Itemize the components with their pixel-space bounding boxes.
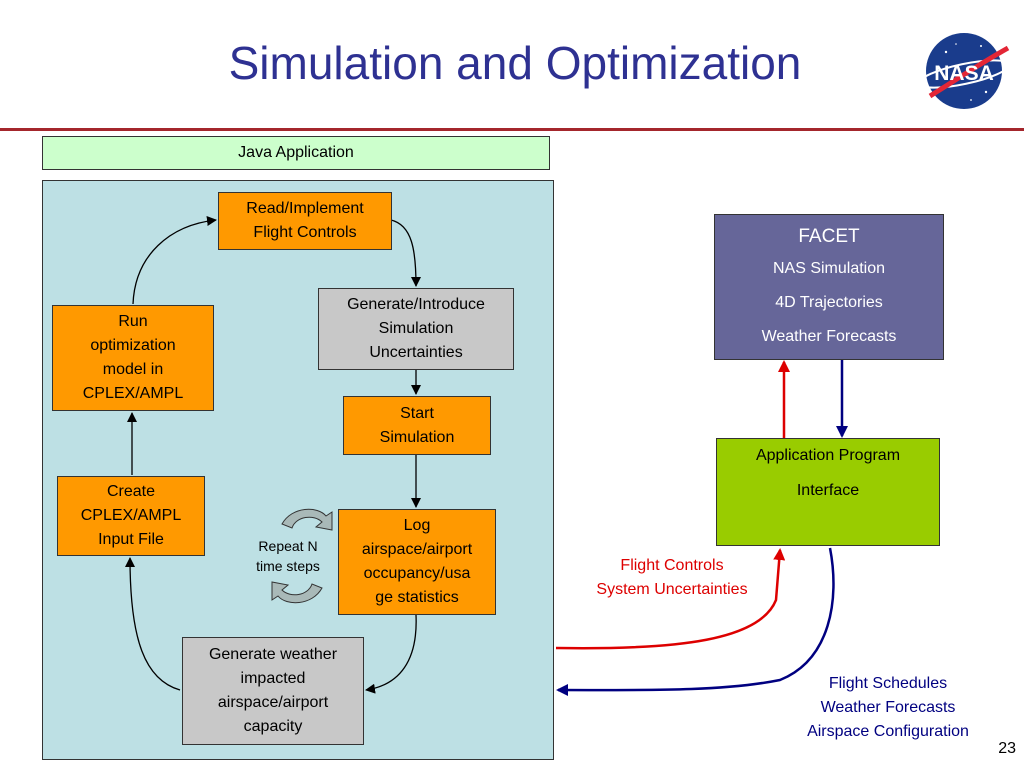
node-line: Log <box>403 517 431 534</box>
node-line: Generate/Introduce <box>347 296 485 313</box>
generate-weather-capacity-box: Generate weather impacted airspace/airpo… <box>182 637 364 745</box>
node-line: Simulation <box>378 320 454 337</box>
arrow-read-to-generate <box>390 219 421 287</box>
node-line: ge statistics <box>375 589 459 606</box>
arrow-api-to-java <box>556 547 835 697</box>
facet-item: Weather Forecasts <box>761 328 897 345</box>
run-optimization-box: Run optimization model in CPLEX/AMPL <box>52 305 214 411</box>
node-line: model in <box>102 361 164 378</box>
facet-title: FACET <box>798 226 860 247</box>
repeat-label-line: Repeat N <box>258 538 318 554</box>
node-line: Generate weather <box>208 646 338 663</box>
api-line: Application Program <box>755 447 901 464</box>
node-line: airspace/airport <box>217 694 329 711</box>
api-line: Interface <box>796 482 860 499</box>
read-implement-flight-controls-box: Read/Implement Flight Controls <box>218 192 392 250</box>
start-simulation-box: Start Simulation <box>343 396 491 455</box>
page-number: 23 <box>998 740 1016 757</box>
node-line: Start <box>400 404 434 422</box>
node-line: impacted <box>240 670 306 687</box>
application-program-interface-box: Application Program Interface <box>716 438 940 546</box>
incoming-flow-label: Flight Schedules Weather Forecasts Airsp… <box>782 672 994 744</box>
arrow-run-to-read <box>132 216 217 305</box>
node-line: Read/Implement <box>246 200 364 217</box>
node-line: Flight Controls <box>253 224 357 241</box>
incoming-flow-line: Flight Schedules <box>828 675 948 692</box>
arrow-log-to-weather <box>365 614 417 694</box>
node-line: optimization <box>90 337 176 354</box>
facet-item: 4D Trajectories <box>775 294 883 311</box>
create-input-file-box: Create CPLEX/AMPL Input File <box>57 476 205 556</box>
java-application-label: Java Application <box>238 144 354 161</box>
repeat-cycle-icon <box>271 508 333 604</box>
outgoing-flow-label: Flight Controls System Uncertainties <box>572 554 772 602</box>
facet-box: FACET NAS Simulation 4D Trajectories Wea… <box>714 214 944 360</box>
incoming-flow-line: Weather Forecasts <box>820 699 956 716</box>
node-line: Input File <box>98 531 164 548</box>
log-statistics-box: Log airspace/airport occupancy/usa ge st… <box>338 509 496 615</box>
node-line: Uncertainties <box>369 344 463 361</box>
arrow-weather-to-create <box>125 557 181 691</box>
facet-item: NAS Simulation <box>772 260 886 277</box>
outgoing-flow-line: System Uncertainties <box>596 581 748 598</box>
nasa-logo: NASA <box>917 33 1011 109</box>
node-line: occupancy/usa <box>363 565 471 582</box>
node-line: Simulation <box>379 428 455 446</box>
generate-uncertainties-box: Generate/Introduce Simulation Uncertaint… <box>318 288 514 370</box>
outgoing-flow-line: Flight Controls <box>620 557 724 574</box>
java-application-bar: Java Application <box>42 136 550 170</box>
node-line: CPLEX/AMPL <box>82 385 184 402</box>
node-line: Create <box>106 483 156 500</box>
incoming-flow-line: Airspace Configuration <box>807 723 969 740</box>
title-divider <box>0 128 1024 131</box>
repeat-label-line: time steps <box>256 558 320 574</box>
node-line: airspace/airport <box>361 541 473 558</box>
nasa-logo-text: NASA <box>934 62 994 85</box>
slide-title: Simulation and Optimization <box>228 37 802 89</box>
repeat-label: Repeat N time steps <box>240 536 336 576</box>
arrow-java-to-api <box>555 548 786 650</box>
node-line: capacity <box>243 718 303 735</box>
node-line: CPLEX/AMPL <box>80 507 182 524</box>
node-line: Run <box>118 313 148 330</box>
